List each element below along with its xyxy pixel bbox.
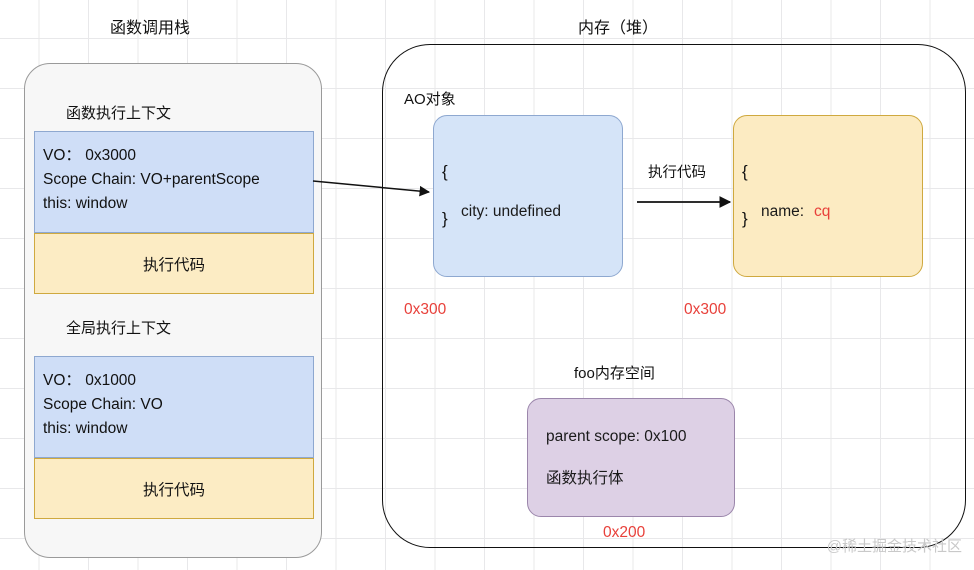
foo-parent-scope: parent scope: 0x100 [546, 428, 687, 445]
global-context-code-box: 执行代码 [34, 458, 314, 519]
global-context-scope-chain: Scope Chain: VO [43, 396, 163, 414]
call-stack-container: 函数执行上下文 VO： 0x3000 Scope Chain: VO+paren… [24, 63, 322, 558]
function-context-vo-box: VO： 0x3000 Scope Chain: VO+parentScope t… [34, 131, 314, 233]
ao-object-label: AO对象 [404, 91, 456, 108]
result-object-key: name: [761, 203, 805, 220]
result-close-brace: } [742, 209, 748, 228]
function-context-scope-chain: Scope Chain: VO+parentScope [43, 171, 260, 189]
ao-close-brace: } [442, 209, 448, 228]
function-context-vo: VO： 0x3000 [43, 147, 137, 164]
ao-open-brace: { [442, 162, 448, 181]
foo-space-box: parent scope: 0x100 函数执行体 [527, 398, 735, 517]
call-stack-title: 函数调用栈 [110, 20, 191, 37]
global-context-title: 全局执行上下文 [66, 320, 172, 337]
ao-object-address: 0x300 [404, 301, 447, 318]
ao-object-box: { city: undefined } [433, 115, 623, 277]
memory-heap-title: 内存（堆） [578, 20, 659, 37]
global-context-this: this: window [43, 420, 128, 438]
global-context-vo: VO： 0x1000 [43, 372, 137, 389]
result-object-value: cq [814, 203, 831, 220]
function-context-this: this: window [43, 195, 128, 213]
ao-object-body: city: undefined [461, 203, 561, 220]
result-open-brace: { [742, 162, 748, 181]
global-context-vo-box: VO： 0x1000 Scope Chain: VO this: window [34, 356, 314, 458]
global-context-code-label: 执行代码 [142, 481, 205, 499]
foo-body: 函数执行体 [546, 470, 624, 487]
foo-space-title: foo内存空间 [574, 365, 655, 382]
function-context-code-box: 执行代码 [34, 233, 314, 294]
foo-space-address: 0x200 [603, 524, 646, 541]
memory-heap-container [382, 44, 966, 548]
result-object-address: 0x300 [684, 301, 727, 318]
function-context-title: 函数执行上下文 [66, 105, 172, 122]
arrow-execute-code-label: 执行代码 [648, 165, 706, 181]
function-context-code-label: 执行代码 [142, 256, 205, 274]
watermark: @稀土掘金技术社区 [826, 538, 962, 555]
result-object-box: { name: cq } [733, 115, 923, 277]
